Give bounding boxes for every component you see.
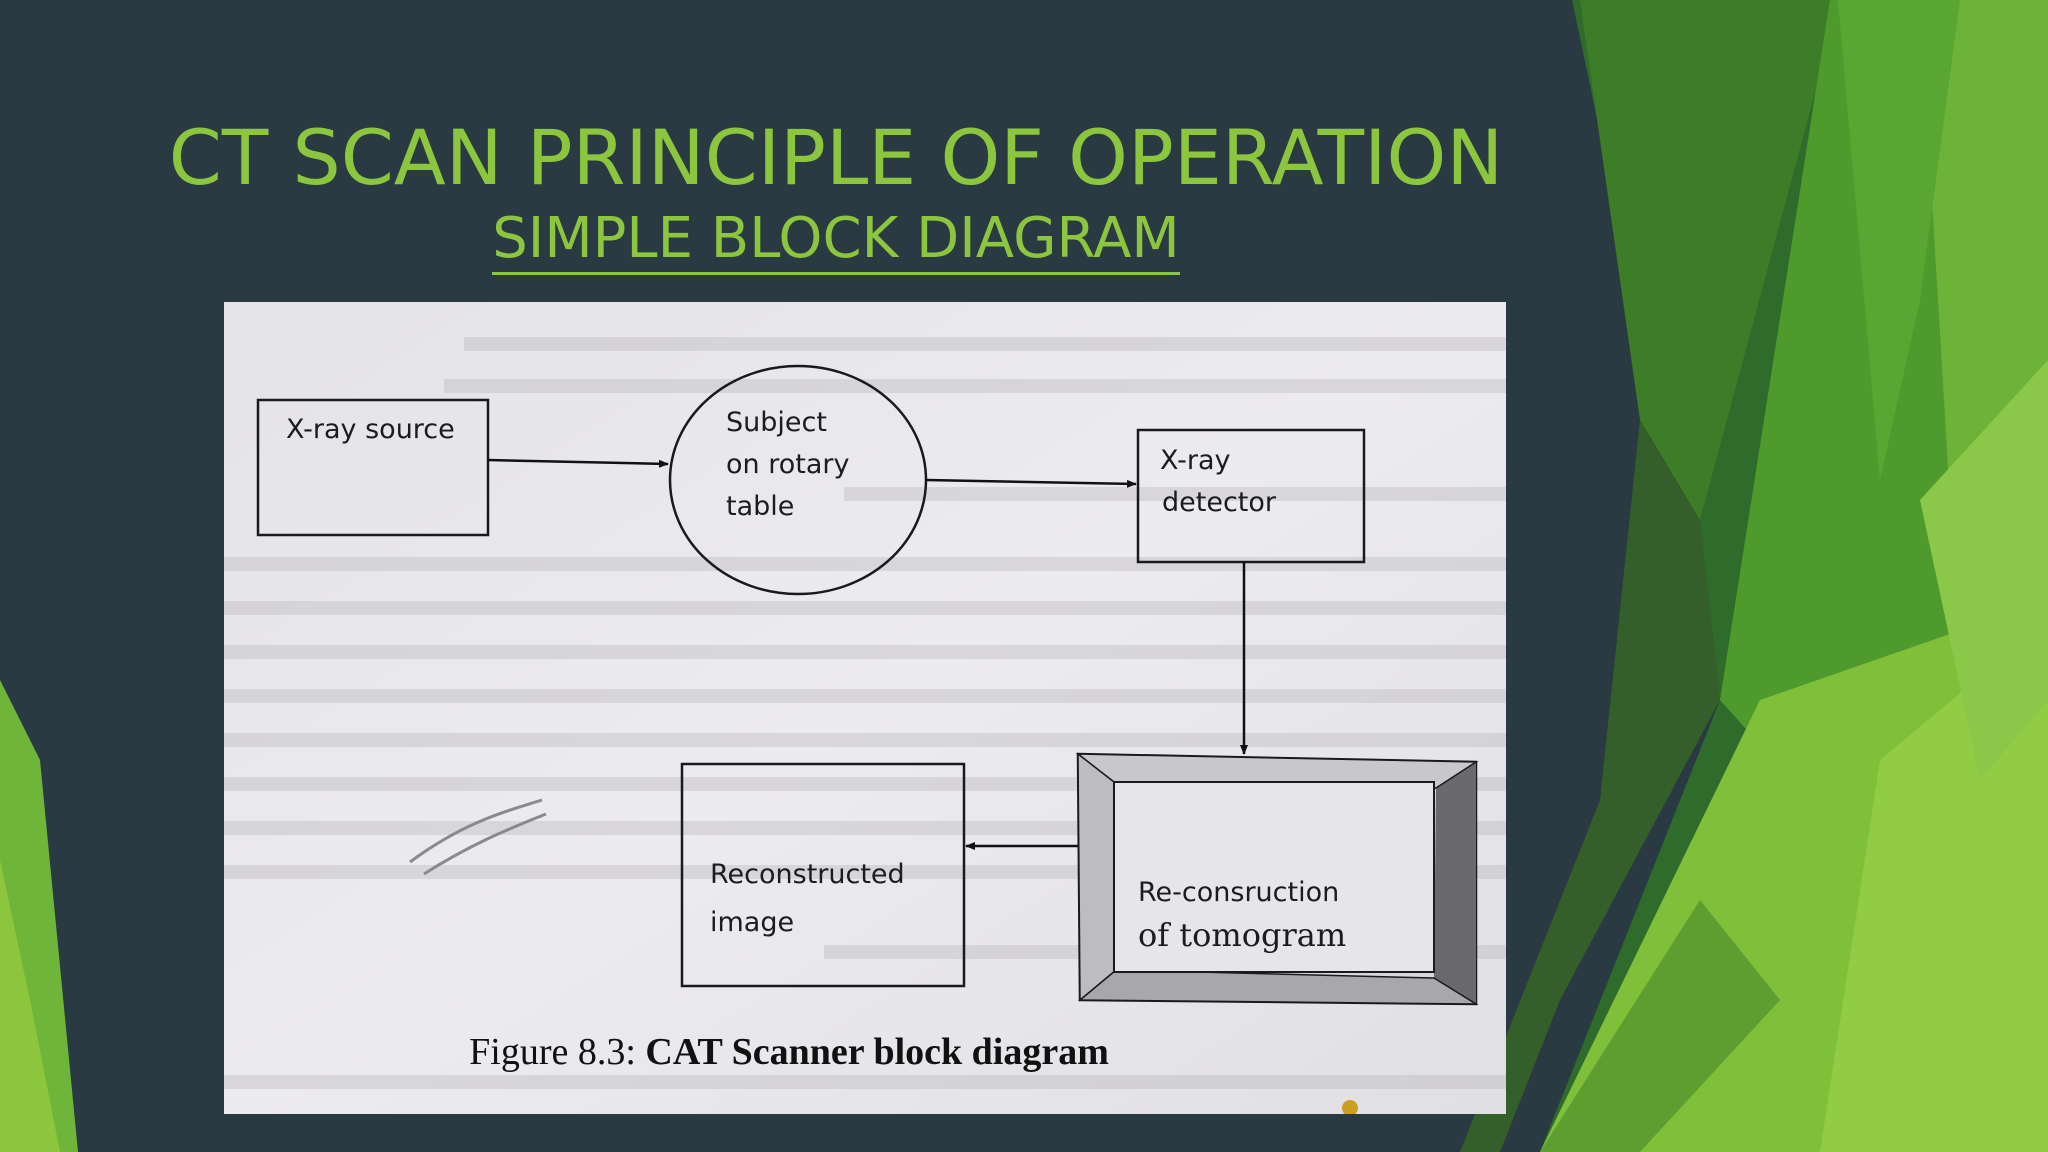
diagram-photo: X-ray source Subject on rotary table X-r… (224, 302, 1506, 1114)
reconstruction-label-line1: Re-consruction (1138, 877, 1340, 908)
pencil-scribble (409, 798, 547, 876)
reconstructed-image-box (680, 762, 966, 988)
image-label-line1: Reconstructed (710, 859, 905, 890)
xray-detector-box (1136, 428, 1366, 564)
yellow-mark (1342, 1100, 1358, 1114)
slide-subtitle: SIMPLE BLOCK DIAGRAM (0, 203, 1672, 275)
figure-caption: Figure 8.3: CAT Scanner block diagram (224, 1030, 1354, 1074)
caption-prefix: Figure 8.3: (469, 1031, 646, 1073)
image-label-line2: image (710, 907, 795, 938)
xray-source-label: X-ray source (286, 414, 455, 445)
subject-label-line2: on rotary (726, 449, 850, 480)
arrow-subject-to-detector (925, 478, 1137, 488)
block-diagram (224, 302, 1506, 1114)
xray-source-box (256, 398, 490, 537)
subject-label-line1: Subject (726, 407, 827, 438)
reconstruction-box (1075, 752, 1479, 1006)
reconstruction-label-line2: of tomogram (1138, 916, 1347, 954)
detector-label-line1: X-ray (1160, 445, 1231, 476)
slide-title: CT SCAN PRINCIPLE OF OPERATION (168, 113, 1504, 202)
subject-label-line3: table (726, 491, 795, 522)
arrow-source-to-subject (487, 458, 669, 468)
caption-bold: CAT Scanner block diagram (645, 1031, 1109, 1073)
detector-label-line2: detector (1162, 487, 1276, 518)
